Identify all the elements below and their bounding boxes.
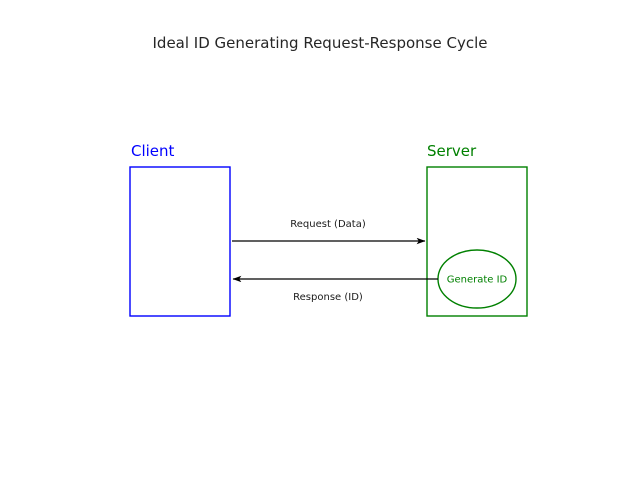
actor-label-server: Server [427, 142, 477, 160]
lifeline-box-client[interactable] [129, 166, 231, 317]
message-label-response: Response (ID) [293, 292, 363, 303]
message-label-request: Request (Data) [290, 219, 366, 230]
actor-label-client: Client [131, 142, 175, 160]
process-node-label-generate-id: Generate ID [447, 275, 508, 286]
page-title: Ideal ID Generating Request-Response Cyc… [153, 34, 488, 52]
lifeline-box-server[interactable] [426, 166, 528, 317]
